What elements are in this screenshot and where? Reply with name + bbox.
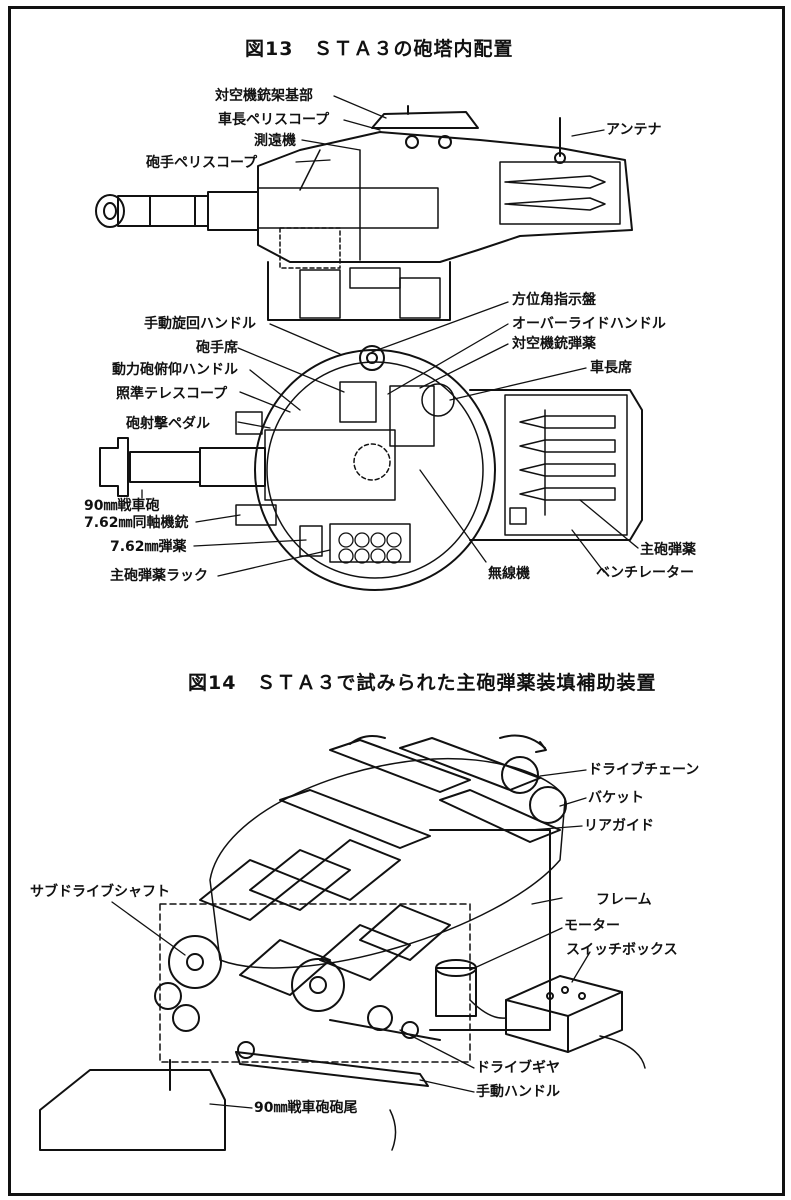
label-gun-breech: 90㎜戦車砲砲尾 (254, 1100, 358, 1116)
figure13-title: 図13 ＳＴＡ３の砲塔内配置 (245, 38, 514, 60)
sub-drive-wheel (168, 935, 222, 989)
label-override-handle: オーバーライドハンドル (512, 316, 666, 332)
loader-mechanism (39, 734, 646, 1151)
turret-side-outline (257, 131, 633, 263)
label-rear-guide: リアガイド (584, 818, 654, 834)
figure14-title: 図14 ＳＴＡ３で試みられた主砲弾薬装填補助装置 (188, 672, 657, 694)
label-motor: モーター (564, 918, 620, 934)
label-manual-handle: 手動ハンドル (476, 1084, 560, 1100)
label-sight-telescope: 照準テレスコープ (116, 386, 228, 402)
muzzle-side (95, 194, 125, 228)
label-rangefinder: 測遠機 (254, 133, 296, 149)
label-aa-ammo: 対空機銃弾薬 (512, 336, 596, 352)
gun-barrel-top (129, 451, 201, 483)
fig13-leaders (141, 95, 639, 577)
bustle-rounds (519, 409, 616, 516)
label-frame: フレーム (596, 892, 652, 908)
label-sub-drive-shaft: サブドライブシャフト (30, 884, 170, 900)
drive-gear (367, 1005, 393, 1031)
label-mg-ammo: 7.62㎜弾薬 (110, 539, 187, 555)
label-commander-seat: 車長席 (590, 360, 632, 376)
label-main-ammo: 主砲弾薬 (640, 542, 696, 558)
label-gunner-seat: 砲手席 (196, 340, 238, 356)
fig14-leaders (111, 769, 591, 1109)
label-firing-pedal: 砲射撃ペダル (126, 416, 210, 432)
loader-rounds (199, 737, 561, 996)
label-ventilator: ベンチレーター (596, 565, 694, 581)
label-radio: 無線機 (488, 566, 530, 582)
label-drive-chain: ドライブチェーン (588, 762, 700, 778)
page-border (8, 6, 785, 1196)
label-antenna: アンテナ (606, 122, 662, 138)
label-commander-periscope: 車長ペリスコープ (218, 112, 330, 128)
label-power-elevation-handle: 動力砲俯仰ハンドル (112, 362, 238, 378)
label-main-gun: 90㎜戦車砲 (84, 498, 160, 514)
motor-body (435, 967, 477, 1017)
label-gunner-periscope: 砲手ペリスコープ (146, 155, 258, 171)
turret-side-view (95, 105, 633, 321)
bustle-outline (469, 389, 643, 541)
cupola-side (371, 111, 479, 129)
turret-ring-outer (254, 349, 496, 591)
manual-handle-bar (235, 1051, 429, 1087)
muzzle-brake-top (99, 437, 129, 497)
label-azimuth-indicator: 方位角指示盤 (512, 292, 596, 308)
label-switch-box: スイッチボックス (566, 942, 678, 958)
label-drive-gear: ドライブギヤ (476, 1060, 560, 1076)
switch-box-body (505, 975, 623, 1053)
label-manual-traverse-handle: 手動旋回ハンドル (144, 316, 256, 332)
loader-frame (429, 829, 551, 1031)
label-aa-mount-base: 対空機銃架基部 (215, 88, 313, 104)
label-coax-mg: 7.62㎜同軸機銃 (84, 515, 189, 531)
gun-breech-outline (39, 1069, 226, 1151)
label-bucket: バケット (588, 790, 644, 806)
turret-top-view (99, 345, 643, 591)
label-main-ammo-rack: 主砲弾薬ラック (110, 568, 208, 584)
